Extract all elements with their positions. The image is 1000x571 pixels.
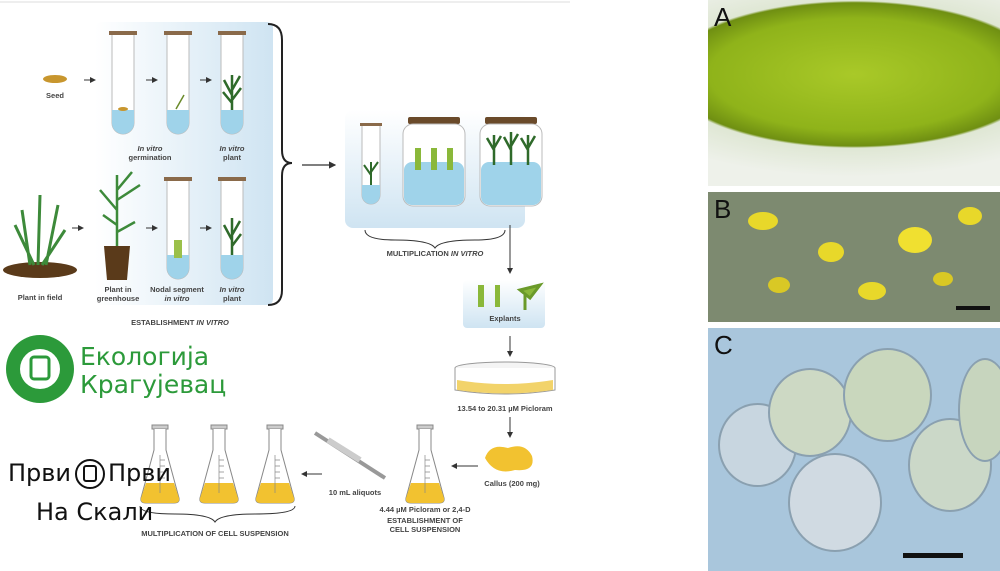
watermark-line-2: На Скали xyxy=(36,498,154,526)
brace-multiplication xyxy=(364,229,506,249)
photo-a-culture-flask: A xyxy=(708,0,1000,186)
jar-plants xyxy=(479,117,543,207)
explants-label: Explants xyxy=(489,314,520,323)
plant-bottom-label-1: In vitro xyxy=(219,285,244,294)
photo-label-a: A xyxy=(714,2,732,32)
germination-label-2: germination xyxy=(129,153,172,162)
greenhouse-plant-icon xyxy=(99,171,141,280)
flask-multiplication-2 xyxy=(199,424,239,504)
plant-top-label-2: plant xyxy=(223,153,241,162)
petri-label: 13.54 to 20.31 µM Picloram xyxy=(457,404,553,413)
seed-icon xyxy=(43,75,67,83)
flask-establishment xyxy=(405,424,445,504)
photo-c-cells: C xyxy=(708,328,1000,571)
plant-bottom-label-2: plant xyxy=(223,294,241,303)
watermark-word-1: Први xyxy=(8,459,72,487)
cell-suspension-medium: 4.44 µM Picloram or 2,4-D xyxy=(379,505,471,514)
brace xyxy=(267,23,293,306)
greenhouse-label-2: greenhouse xyxy=(97,294,140,303)
flask-multiplication-1 xyxy=(140,424,180,504)
test-tube-seed xyxy=(109,31,137,135)
multiplication-title: MULTIPLICATION IN VITRO xyxy=(387,249,484,258)
callus-icon xyxy=(485,446,533,472)
ecology-logo-icon xyxy=(6,335,74,403)
seed-label: Seed xyxy=(46,91,64,100)
plant-in-field-icon xyxy=(3,194,77,278)
logo-line-2: Крагујевац xyxy=(80,370,227,399)
cell-suspension-title-2: CELL SUSPENSION xyxy=(390,525,461,534)
explants-icon xyxy=(478,282,544,310)
logo-line-1: Екологија xyxy=(80,342,210,371)
test-tube-germination xyxy=(164,31,192,135)
prvi-logo-icon xyxy=(75,459,105,489)
pipette-icon xyxy=(313,431,387,480)
photo-label-c: C xyxy=(714,330,733,360)
brace-cell xyxy=(139,505,296,523)
nodal-label-1: Nodal segment xyxy=(150,285,204,294)
plant-top-label-1: In vitro xyxy=(219,144,244,153)
nodal-label-2: in vitro xyxy=(164,294,189,303)
callus-label: Callus (200 mg) xyxy=(484,479,540,488)
petri-dish-icon xyxy=(454,361,556,395)
cell-suspension-title-1: ESTABLISHMENT OF xyxy=(387,516,463,525)
field-label: Plant in field xyxy=(18,293,63,302)
test-tube-nodal xyxy=(164,177,192,280)
test-tube-plant-top xyxy=(218,31,246,135)
flask-multiplication-3 xyxy=(255,424,295,504)
greenhouse-label-1: Plant in xyxy=(104,285,132,294)
jar-nodal xyxy=(402,117,466,207)
multiplication-cell-label: MULTIPLICATION OF CELL SUSPENSION xyxy=(141,529,289,538)
photo-b-callus: B xyxy=(708,192,1000,322)
germination-label-1: In vitro xyxy=(137,144,162,153)
establishment-title: ESTABLISHMENT IN VITRO xyxy=(131,318,229,327)
photo-label-b: B xyxy=(714,194,732,224)
small-tube xyxy=(360,123,382,205)
scale-bar xyxy=(903,553,963,558)
aliquots-label: 10 mL aliquots xyxy=(329,488,381,497)
test-tube-plant-bottom xyxy=(218,177,246,280)
watermark-word-2: Први xyxy=(108,459,172,487)
scale-bar xyxy=(956,306,990,310)
